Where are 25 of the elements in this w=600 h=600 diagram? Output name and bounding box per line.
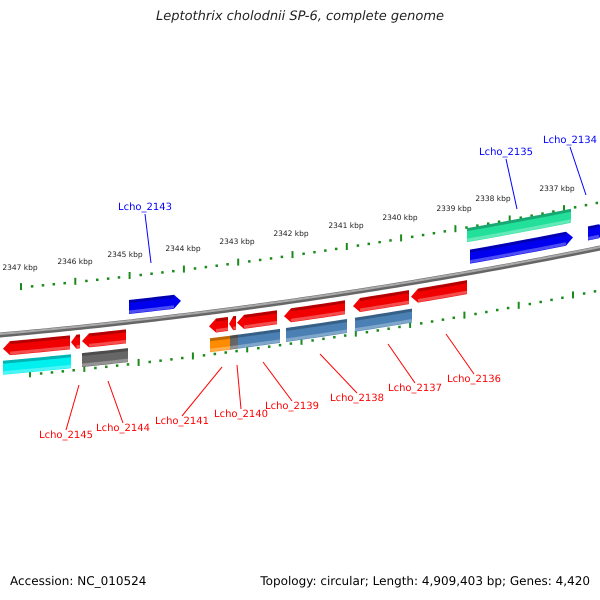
genome-info-note: Topology: circular; Length: 4,909,403 bp; Genes: 4,420 bbox=[260, 575, 590, 587]
gene-label: Lcho_2134 bbox=[543, 136, 597, 146]
leader-line bbox=[108, 380, 124, 424]
gene-label: Lcho_2138 bbox=[330, 394, 384, 404]
gene-label: Lcho_2141 bbox=[155, 417, 209, 427]
leader-line bbox=[262, 362, 292, 402]
leader-line bbox=[144, 214, 152, 264]
gene-label: Lcho_2135 bbox=[479, 148, 533, 158]
gene-label: Lcho_2140 bbox=[214, 410, 268, 420]
leader-line bbox=[236, 364, 242, 410]
gene-label: Lcho_2137 bbox=[388, 384, 442, 394]
gene-label: Lcho_2145 bbox=[39, 431, 93, 441]
leader-line bbox=[570, 146, 586, 196]
leader-line bbox=[388, 344, 416, 384]
leader-line bbox=[66, 384, 80, 430]
diagram-title: Leptothrix cholodnii SP-6, complete genome bbox=[155, 10, 445, 23]
leader-line bbox=[182, 366, 222, 416]
leader-line bbox=[320, 354, 358, 394]
gene-label: Lcho_2136 bbox=[447, 375, 501, 385]
gene-label: Lcho_2139 bbox=[265, 402, 319, 412]
leader-line bbox=[446, 334, 474, 374]
gene-label: Lcho_2144 bbox=[96, 424, 150, 434]
gene-label: Lcho_2143 bbox=[118, 203, 172, 213]
leader-line bbox=[506, 158, 518, 210]
accession-note: Accession: NC_010524 bbox=[10, 575, 146, 587]
